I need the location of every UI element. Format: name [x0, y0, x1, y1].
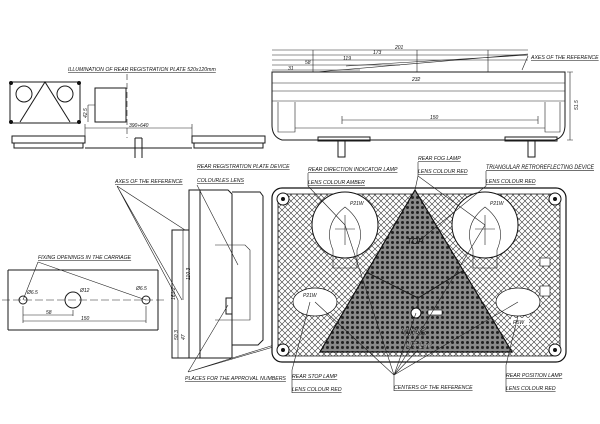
- plate-illumination-view: ILLUMINATION OF REAR REGISTRATION PLATE …: [9, 67, 266, 158]
- front-view-labels: REAR DIRECTION INDICATOR LAMP LENS COLOU…: [291, 156, 595, 393]
- dim-58-fix: 58: [46, 310, 52, 316]
- retro-lens-label: LENS COLOUR RED: [486, 179, 536, 185]
- dim-31: 31: [288, 66, 294, 72]
- fixing-openings-label: FIXING OPENINGS IN THE CARRIAGE: [38, 255, 132, 261]
- dim-47: 47: [181, 334, 187, 340]
- side-view: AXES OF THE REFERENCE REAR REGISTRATION …: [114, 164, 290, 382]
- dim-range: 390÷640: [129, 123, 149, 129]
- hole-label-2: Ø12: [79, 288, 90, 294]
- fixing-openings-view: FIXING OPENINGS IN THE CARRIAGE Ø6.5 Ø12…: [2, 255, 165, 331]
- fog-lens-label: LENS COLOUR RED: [418, 169, 468, 175]
- dim-110: 110.3: [186, 268, 192, 280]
- axes-reference-side-label: AXES OF THE REFERENCE: [114, 179, 183, 185]
- dim-232: 232: [411, 77, 421, 83]
- front-view-lamp: P21W P21W P21W TOP WAS UT-150 R5W: [271, 187, 567, 363]
- dim-161: 161.2: [171, 287, 177, 300]
- plate-device-label: REAR REGISTRATION PLATE DEVICE: [197, 164, 290, 170]
- top-view-body: [271, 71, 566, 141]
- indicator-lens-label: LENS COLOUR AMBER: [308, 180, 365, 186]
- position-bulb-label: R5W: [513, 320, 525, 326]
- position-lamp-label: REAR POSITION LAMP: [506, 373, 563, 379]
- indicator-lamp-label: REAR DIRECTION INDICATOR LAMP: [308, 167, 398, 173]
- dim-51-5: 51.5: [574, 100, 580, 110]
- position-lens-label: LENS COLOUR RED: [506, 386, 556, 392]
- dim-58: 58: [305, 60, 311, 66]
- stop-bulb-label: P21W: [303, 293, 318, 299]
- top-view: 201 173 119 58 31 AXES OF THE REFERENCE …: [271, 45, 599, 158]
- hole-label-1: Ø6.5: [26, 290, 38, 296]
- approval-numbers-label: PLACES FOR THE APPROVAL NUMBERS: [185, 376, 286, 382]
- dim-201: 201: [394, 45, 404, 51]
- dim-119: 119: [343, 56, 351, 62]
- dim-150-fix: 150: [81, 316, 90, 322]
- plate-illumination-label: ILLUMINATION OF REAR REGISTRATION PLATE …: [68, 67, 216, 73]
- top-mark: TOP: [407, 237, 424, 246]
- mini-lamp-outline: [9, 81, 81, 124]
- stop-lamp-label: REAR STOP LAMP: [292, 374, 338, 380]
- dim-50: 50.3: [174, 330, 180, 340]
- centers-reference-label: CENTERS OF THE REFERENCE: [394, 385, 473, 391]
- colourless-lens-label: COLOURLES LENS: [197, 178, 245, 184]
- model-mark: UT-150: [406, 341, 432, 350]
- retro-device-label: TRIANGULAR RETROREFLECTING DEVICE: [486, 165, 595, 171]
- fog-lamp-label: REAR FOG LAMP: [418, 156, 461, 162]
- indicator-bulb-label: P21W: [350, 201, 365, 207]
- stop-lens-label: LENS COLOUR RED: [292, 387, 342, 393]
- dim-173: 173: [373, 50, 382, 56]
- fog-bulb-label: P21W: [490, 201, 505, 207]
- corner-screws: [276, 192, 562, 357]
- axes-reference-top-label: AXES OF THE REFERENCE: [530, 55, 599, 61]
- dim-150: 150: [430, 115, 439, 121]
- hole-label-3: Ø6.5: [135, 286, 147, 292]
- dim-height: 42.5: [83, 108, 89, 118]
